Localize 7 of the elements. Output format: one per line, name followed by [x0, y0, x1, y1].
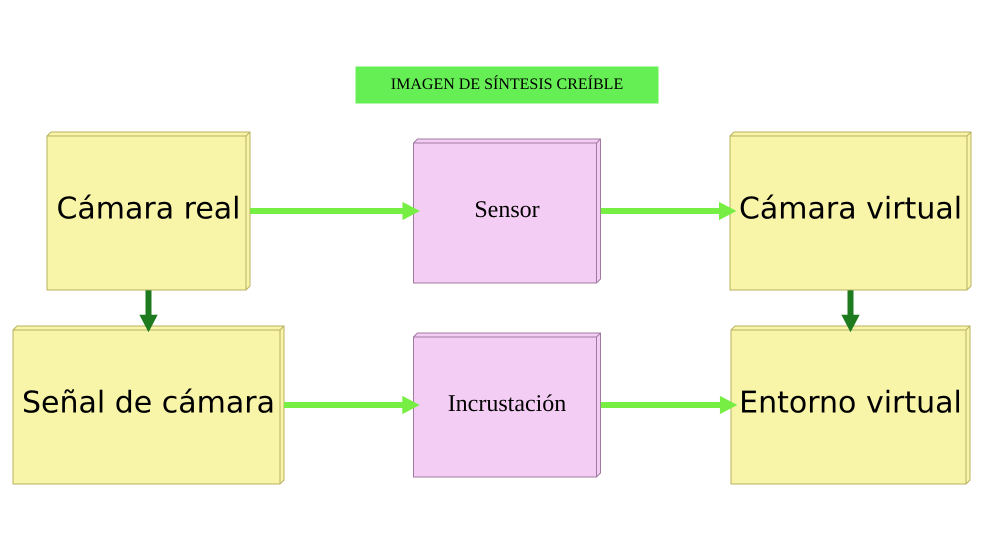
arrow: [840, 290, 860, 332]
arrow: [600, 202, 736, 220]
node-box: IMAGEN DE SÍNTESIS CREÍBLE: [355, 66, 658, 104]
arrow: [138, 290, 158, 332]
arrow: [600, 396, 737, 414]
arrow: [284, 396, 420, 414]
arrow: [250, 202, 420, 220]
